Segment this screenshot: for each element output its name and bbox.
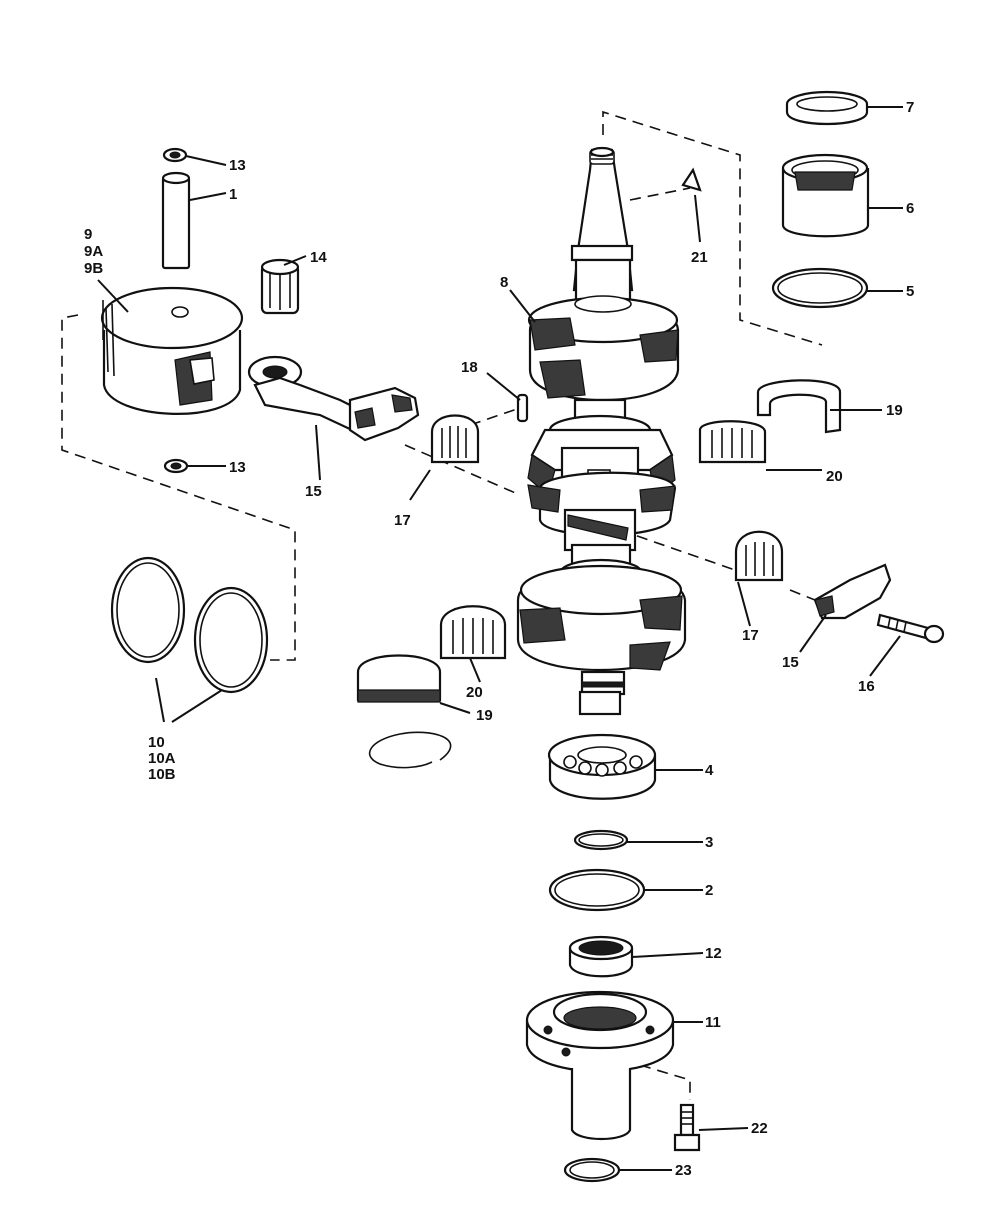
callout-1: 1 bbox=[229, 186, 237, 203]
callout-19-right: 19 bbox=[886, 402, 903, 419]
connecting-rod-cap bbox=[813, 563, 892, 620]
snap-ring bbox=[573, 829, 629, 851]
callout-13-bottom: 13 bbox=[229, 459, 246, 476]
connecting-rod bbox=[247, 355, 420, 442]
callout-labels: 7 6 5 13 1 14 9 9A 9B 13 15 17 18 8 21 1… bbox=[84, 99, 914, 1179]
retaining-ring bbox=[368, 731, 452, 769]
assembly-guide-lines bbox=[61, 110, 823, 1100]
callout-14: 14 bbox=[310, 249, 327, 266]
callout-9b: 9B bbox=[84, 260, 103, 277]
ball-bearing bbox=[547, 733, 657, 800]
piston-ring-pair bbox=[110, 556, 269, 694]
callout-2: 2 bbox=[705, 882, 713, 899]
cap-screw bbox=[673, 1103, 701, 1152]
callout-20-right: 20 bbox=[826, 468, 843, 485]
callout-22: 22 bbox=[751, 1120, 768, 1137]
piston-pin bbox=[161, 171, 191, 270]
bearing-race-19-left bbox=[356, 654, 442, 703]
callout-8: 8 bbox=[500, 274, 508, 291]
o-ring-lower bbox=[548, 868, 646, 912]
callout-16: 16 bbox=[858, 678, 875, 695]
callout-3: 3 bbox=[705, 834, 713, 851]
bearing-race-19-right bbox=[756, 379, 842, 434]
end-cap-housing bbox=[525, 990, 675, 1140]
callout-7: 7 bbox=[906, 99, 914, 116]
callout-20-left: 20 bbox=[466, 684, 483, 701]
callout-6: 6 bbox=[906, 200, 914, 217]
piston bbox=[100, 286, 244, 415]
needle-cage-20-right bbox=[698, 420, 767, 464]
oil-seal bbox=[568, 935, 634, 978]
callout-12: 12 bbox=[705, 945, 722, 962]
callout-11: 11 bbox=[705, 1014, 721, 1031]
callout-4: 4 bbox=[705, 762, 714, 779]
needle-bearing-small-end bbox=[260, 258, 300, 315]
woodruff-key bbox=[681, 167, 702, 192]
pin-retainer-top bbox=[162, 147, 188, 163]
needle-cage-20-left bbox=[439, 605, 507, 660]
callout-9: 9 bbox=[84, 226, 92, 243]
callout-18: 18 bbox=[461, 359, 478, 376]
seal-ring bbox=[785, 90, 869, 126]
callout-17-right: 17 bbox=[742, 627, 759, 644]
callout-15-right: 15 bbox=[782, 654, 799, 671]
callout-15-left: 15 bbox=[305, 483, 322, 500]
dowel-pin bbox=[516, 393, 529, 423]
callout-5: 5 bbox=[906, 283, 914, 300]
callout-9a: 9A bbox=[84, 243, 103, 260]
pin-retainer-bottom bbox=[163, 458, 189, 474]
callout-10b: 10B bbox=[148, 766, 176, 783]
rod-cap-screw bbox=[876, 613, 945, 644]
callout-17-left: 17 bbox=[394, 512, 411, 529]
o-ring-upper bbox=[771, 267, 869, 309]
o-ring-bottom bbox=[563, 1157, 621, 1183]
callout-10: 10 bbox=[148, 734, 165, 751]
callout-23: 23 bbox=[675, 1162, 692, 1179]
callout-13-top: 13 bbox=[229, 157, 246, 174]
needle-cage-17-left bbox=[430, 414, 480, 464]
leader-lines bbox=[97, 106, 903, 1171]
callout-21: 21 bbox=[691, 249, 708, 266]
callout-19-left: 19 bbox=[476, 707, 493, 724]
callout-10a: 10A bbox=[148, 750, 176, 767]
crankshaft bbox=[516, 146, 687, 716]
needle-cage-17-right bbox=[734, 530, 784, 582]
roller-bearing bbox=[781, 153, 870, 238]
